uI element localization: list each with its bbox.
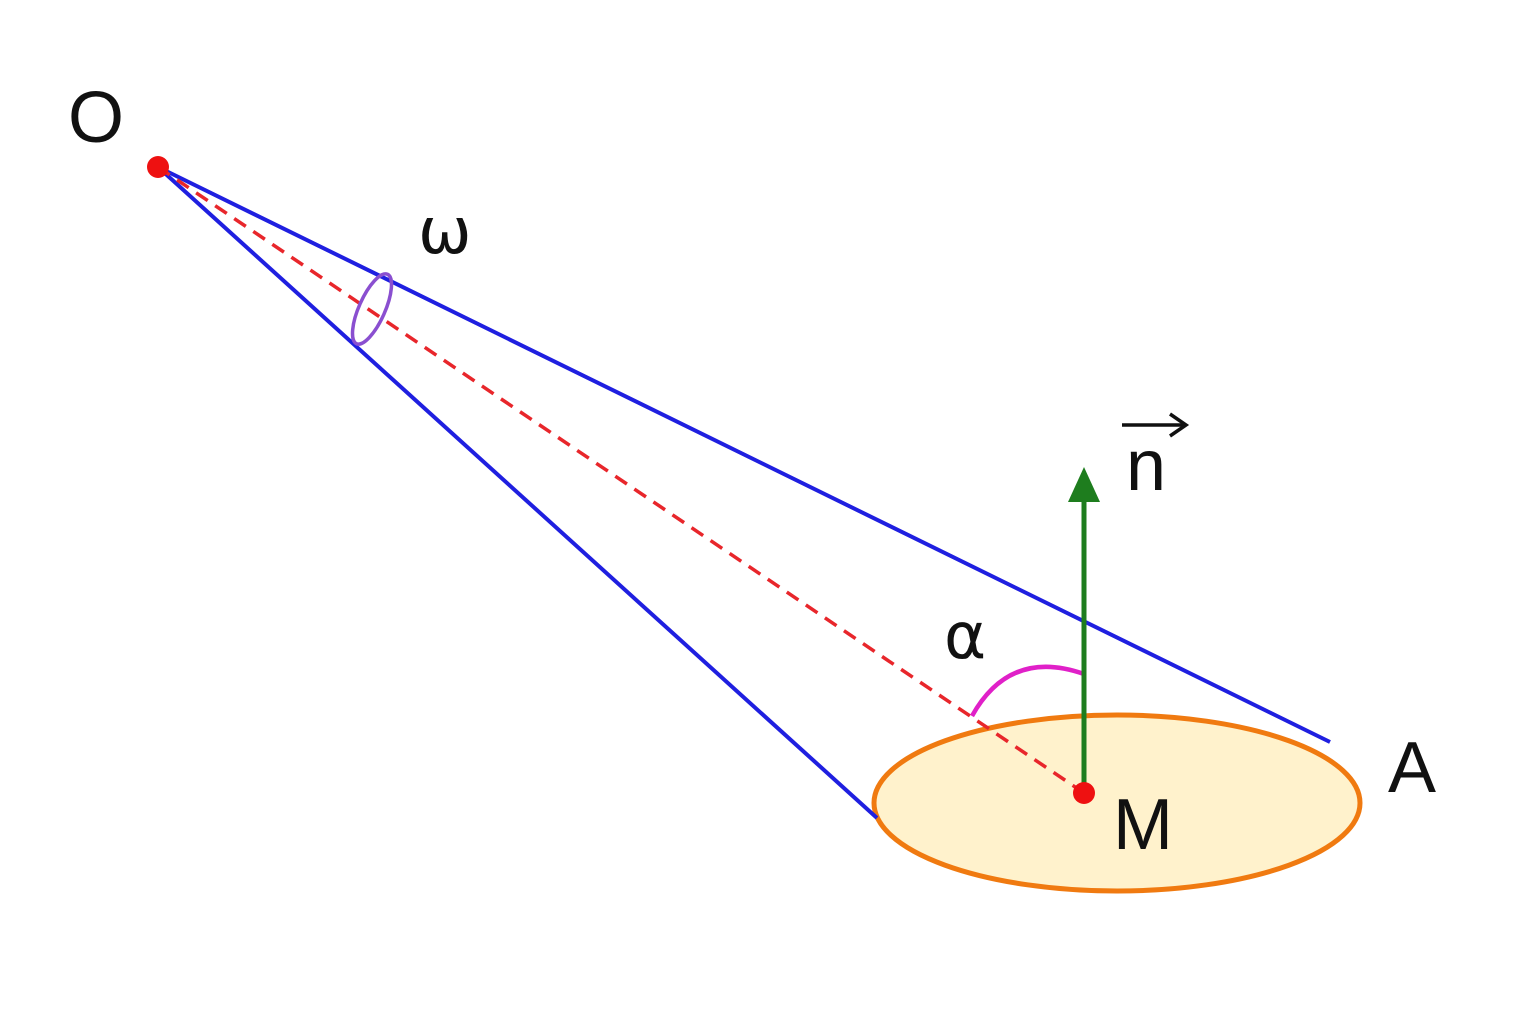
cone-edge-lower	[156, 165, 879, 820]
normal-vector-head	[1068, 467, 1100, 502]
cone-edge-upper	[157, 165, 1331, 744]
axis-om-dashed	[157, 165, 1085, 795]
label-o: O	[68, 78, 124, 158]
surface-disk	[871, 712, 1363, 894]
point-o	[147, 156, 169, 178]
solid-angle-ellipse	[350, 272, 394, 346]
point-m	[1073, 782, 1095, 804]
label-alpha: α	[944, 600, 986, 674]
label-a: A	[1388, 728, 1436, 808]
angle-arc	[970, 664, 1085, 718]
right-arrow-overline-icon	[1122, 412, 1190, 438]
label-omega: ω	[418, 195, 472, 269]
label-m: M	[1113, 785, 1173, 865]
label-n: n	[1126, 426, 1166, 506]
